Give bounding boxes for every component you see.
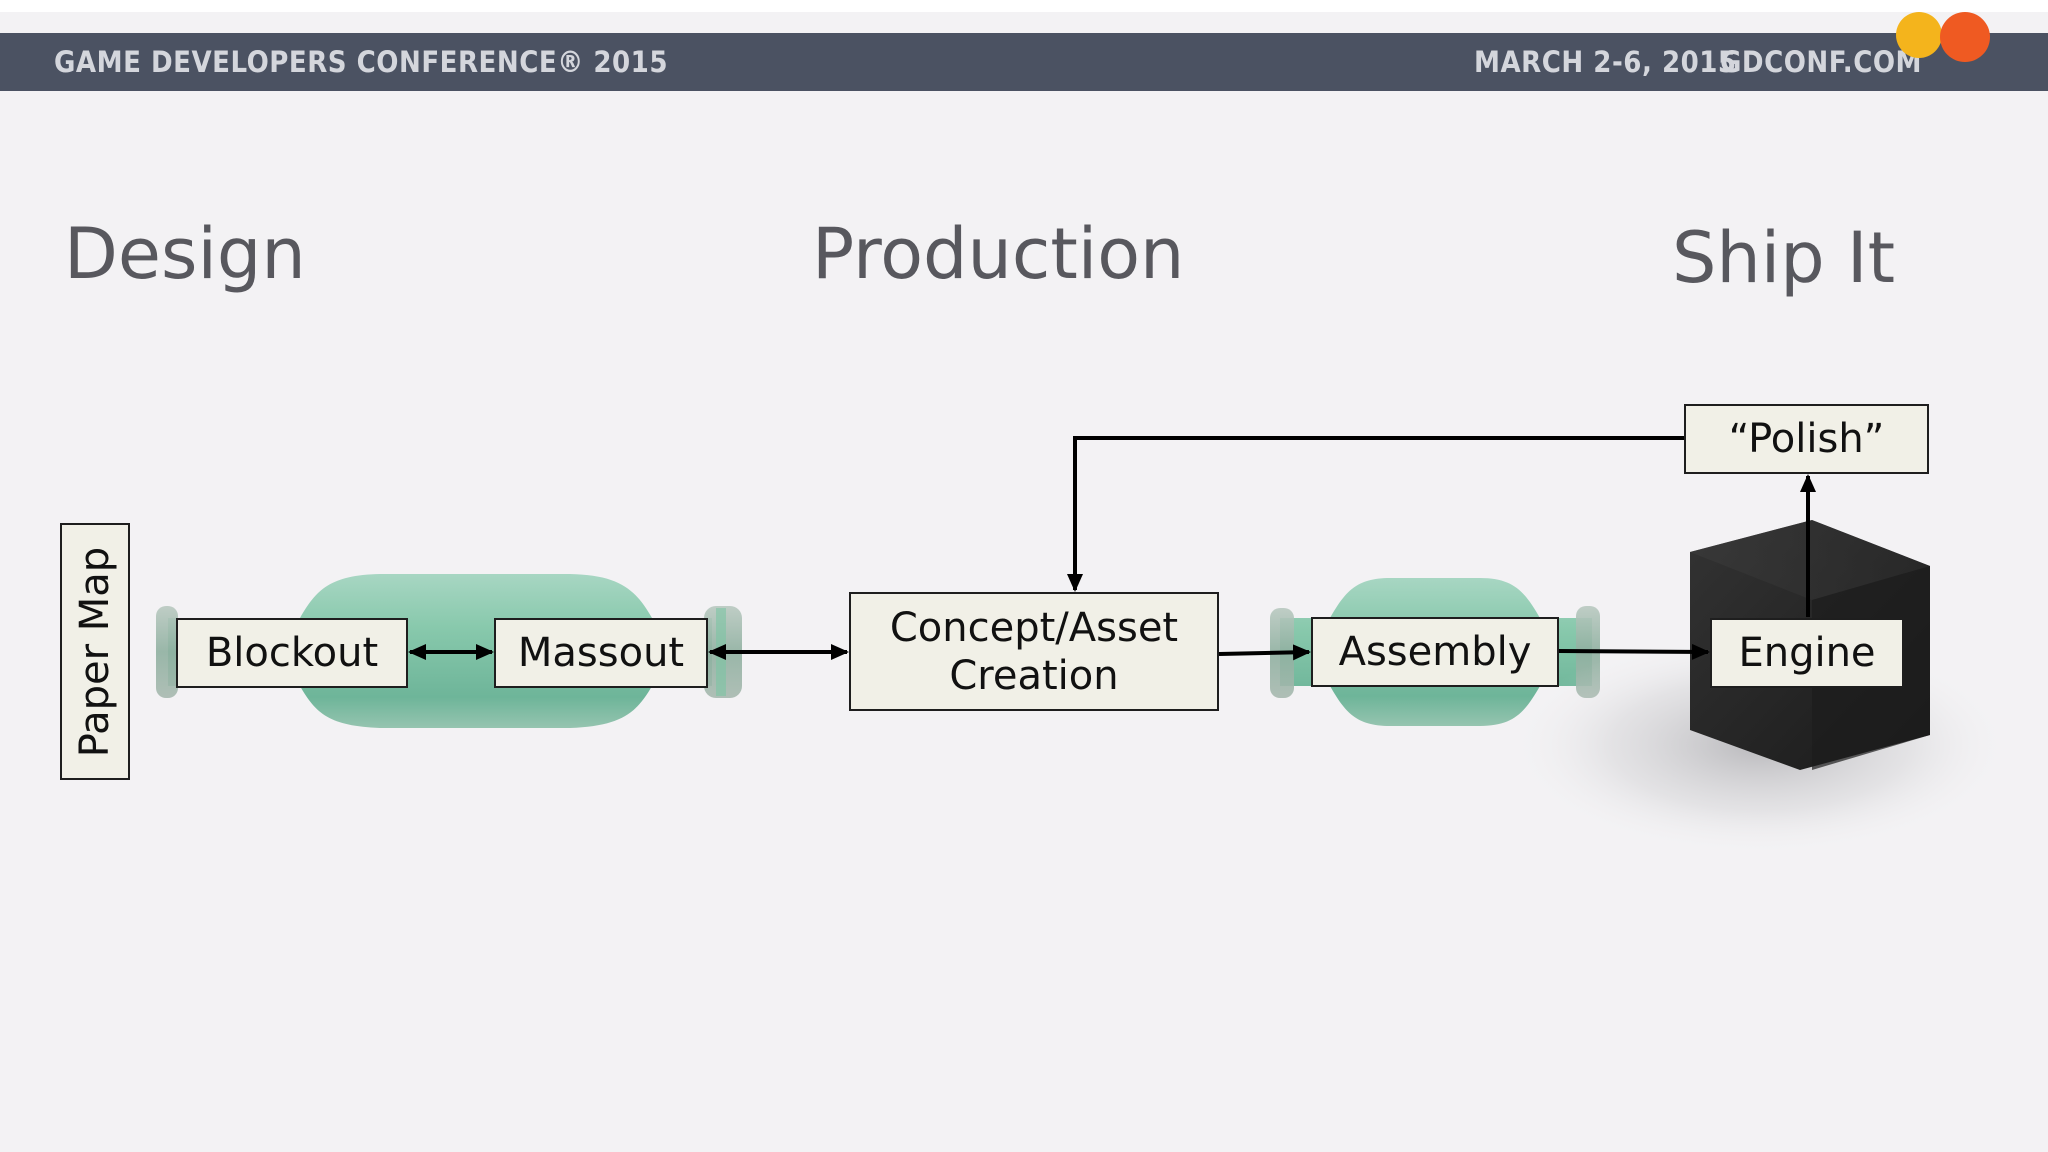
node-polish: “Polish”: [1684, 404, 1929, 474]
node-paper-map: Paper Map: [60, 523, 130, 780]
arrow-concept-assembly: [1218, 644, 1311, 661]
arrow-assembly-engine: [1558, 643, 1710, 660]
node-assembly: Assembly: [1311, 617, 1559, 687]
logo-yellow-dot: [1896, 12, 1942, 58]
arrow-polish-concept: [1067, 436, 1684, 592]
phase-title-design: Design: [64, 213, 306, 295]
node-blockout: Blockout: [176, 618, 408, 688]
conference-website: GDCONF.COM: [1720, 45, 1922, 79]
node-engine: Engine: [1710, 618, 1904, 688]
header-bar: [0, 33, 2048, 91]
node-concept-asset-creation: Concept/Asset Creation: [849, 592, 1219, 711]
top-strip: [0, 0, 2048, 12]
logo-orange-dot: [1940, 12, 1990, 62]
conference-name: GAME DEVELOPERS CONFERENCE® 2015: [54, 45, 668, 79]
node-concept-line2: Creation: [949, 652, 1119, 699]
conference-dates: MARCH 2-6, 2015: [1474, 45, 1737, 79]
node-paper-map-label: Paper Map: [72, 546, 119, 757]
node-concept-line1: Concept/Asset: [889, 604, 1179, 651]
phase-title-ship-it: Ship It: [1672, 217, 1896, 299]
phase-title-production: Production: [812, 213, 1185, 295]
node-massout: Massout: [494, 618, 708, 688]
